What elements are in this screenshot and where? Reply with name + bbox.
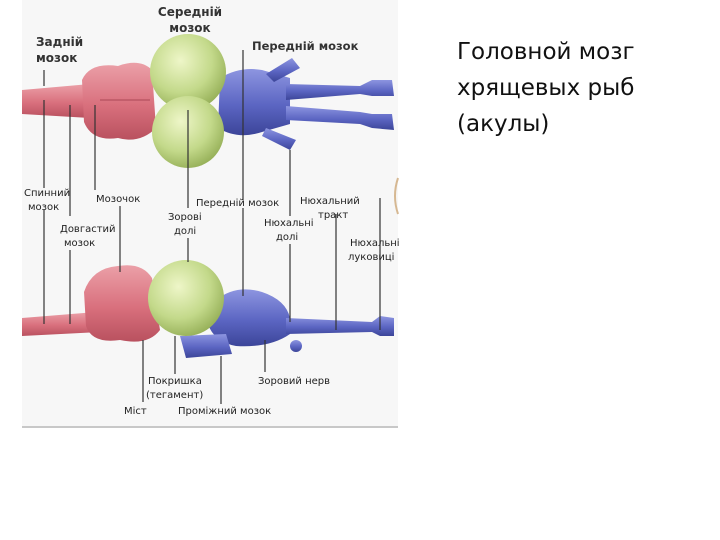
label-optic-lobes-line2: долі bbox=[174, 225, 196, 237]
label-midbrain-line1: Середній bbox=[158, 5, 222, 19]
label-hindbrain-line2: мозок bbox=[36, 51, 77, 65]
label-olfactory-lobes-line2: долі bbox=[276, 231, 298, 243]
label-forebrain-top: Передній мозок bbox=[252, 39, 359, 53]
label-medulla-line1: Довгастий bbox=[60, 224, 116, 235]
label-olfactory-tract-line1: Нюхальний bbox=[300, 196, 360, 207]
label-optic-lobes-line1: Зорові bbox=[168, 211, 202, 223]
label-spinal-cord-line2: мозок bbox=[28, 202, 59, 213]
side-optic-lobe bbox=[148, 260, 224, 336]
label-olfactory-bulbs-line2: луковиці bbox=[348, 251, 394, 263]
side-diencephalon bbox=[180, 334, 232, 358]
label-olfactory-lobes-line1: Нюхальні bbox=[264, 217, 314, 229]
label-midbrain-line2: мозок bbox=[169, 21, 210, 35]
label-pons: Міст bbox=[124, 405, 147, 417]
label-optic-nerve: Зоровий нерв bbox=[258, 376, 330, 387]
label-medulla-line2: мозок bbox=[64, 238, 95, 249]
side-optic-nerve bbox=[290, 340, 302, 352]
label-hindbrain-line1: Задній bbox=[36, 35, 83, 49]
label-tegmentum-line2: (тегамент) bbox=[146, 390, 203, 401]
label-olfactory-bulbs-line1: Нюхальні bbox=[350, 237, 400, 249]
label-olfactory-tract-line2: тракт bbox=[318, 210, 348, 221]
label-spinal-cord-line1: Спинний bbox=[24, 188, 70, 199]
label-diencephalon: Проміжний мозок bbox=[178, 405, 271, 417]
label-forebrain-middle: Передній мозок bbox=[196, 197, 279, 209]
top-hindbrain bbox=[82, 63, 156, 140]
label-cerebellum: Мозочок bbox=[96, 194, 140, 205]
label-tegmentum-line1: Покришка bbox=[148, 376, 202, 387]
